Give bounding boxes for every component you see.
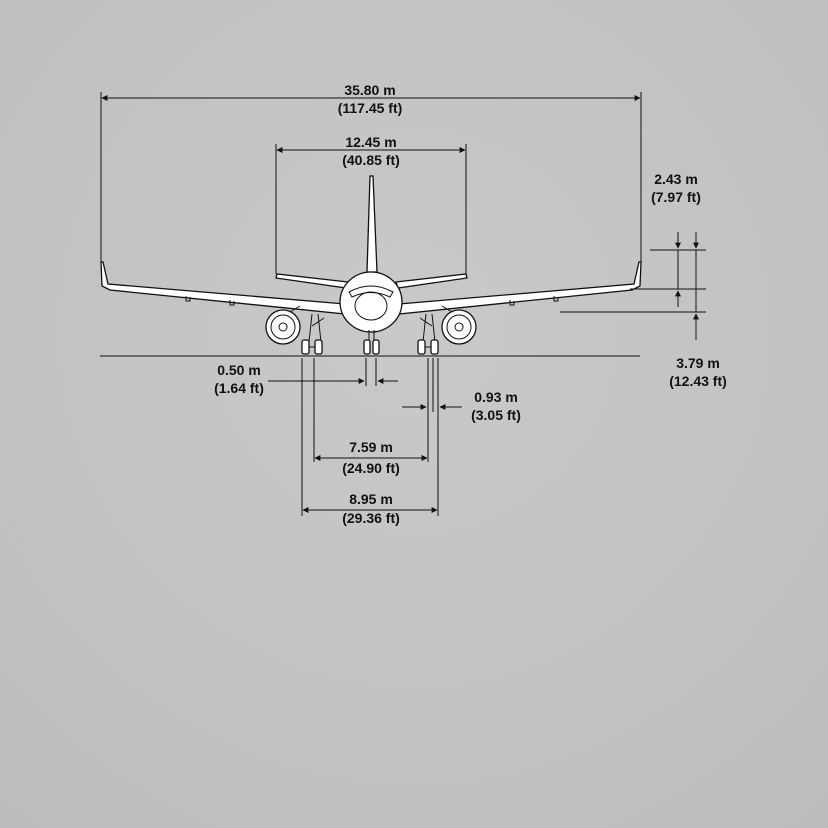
- right-horizontal-stabilizer: [395, 273, 468, 289]
- main-gear-track-imperial-label: (24.90 ft): [342, 460, 400, 476]
- cockpit-windows: [348, 285, 394, 298]
- tailplane-span-metric-label: 12.45 m: [345, 134, 396, 150]
- wing-height-metric-label: 3.79 m: [676, 355, 720, 371]
- left-main-gear: [301, 313, 325, 355]
- tailplane-span-imperial-label: (40.85 ft): [342, 152, 400, 168]
- main-wheel-spacing-dimension: 0.93 m (3.05 ft): [402, 389, 521, 423]
- nose-gear-track-dimension: 0.50 m (1.64 ft): [214, 362, 398, 396]
- tailplane-span-dimension: 12.45 m (40.85 ft): [275, 134, 467, 274]
- wing-height-dimension: 3.79 m (12.43 ft): [560, 232, 727, 389]
- main-gear-track-metric-label: 7.59 m: [349, 439, 393, 455]
- outer-gear-width-metric-label: 8.95 m: [349, 491, 393, 507]
- main-wheel-spacing-metric-label: 0.93 m: [474, 389, 518, 405]
- wingspan-dimension: 35.80 m (117.45 ft): [100, 82, 642, 262]
- left-engine: [265, 305, 301, 345]
- gear-extension-lines: [301, 358, 439, 516]
- main-wheel-spacing-imperial-label: (3.05 ft): [471, 407, 521, 423]
- outer-gear-width-dimension: 8.95 m (29.36 ft): [302, 491, 438, 526]
- right-wing: [398, 261, 642, 315]
- aircraft-silhouette: [100, 175, 642, 355]
- nose-gear: [363, 330, 380, 355]
- outer-gear-width-imperial-label: (29.36 ft): [342, 510, 400, 526]
- winglet-height-metric-label: 2.43 m: [654, 171, 698, 187]
- left-horizontal-stabilizer: [275, 273, 349, 289]
- left-wing: [100, 261, 346, 315]
- nose-gear-track-metric-label: 0.50 m: [217, 362, 261, 378]
- wingspan-metric-label: 35.80 m: [344, 82, 395, 98]
- wingspan-imperial-label: (117.45 ft): [338, 100, 403, 116]
- winglet-height-dimension: 2.43 m (7.97 ft): [630, 171, 706, 307]
- right-main-gear: [417, 313, 439, 355]
- winglet-height-imperial-label: (7.97 ft): [651, 189, 701, 205]
- wing-height-imperial-label: (12.43 ft): [669, 373, 727, 389]
- vertical-stabilizer: [366, 175, 378, 273]
- nose-gear-track-imperial-label: (1.64 ft): [214, 380, 264, 396]
- fuselage: [339, 271, 403, 333]
- right-engine: [441, 305, 477, 345]
- nose-radome: [354, 291, 388, 321]
- main-gear-track-dimension: 7.59 m (24.90 ft): [314, 439, 428, 476]
